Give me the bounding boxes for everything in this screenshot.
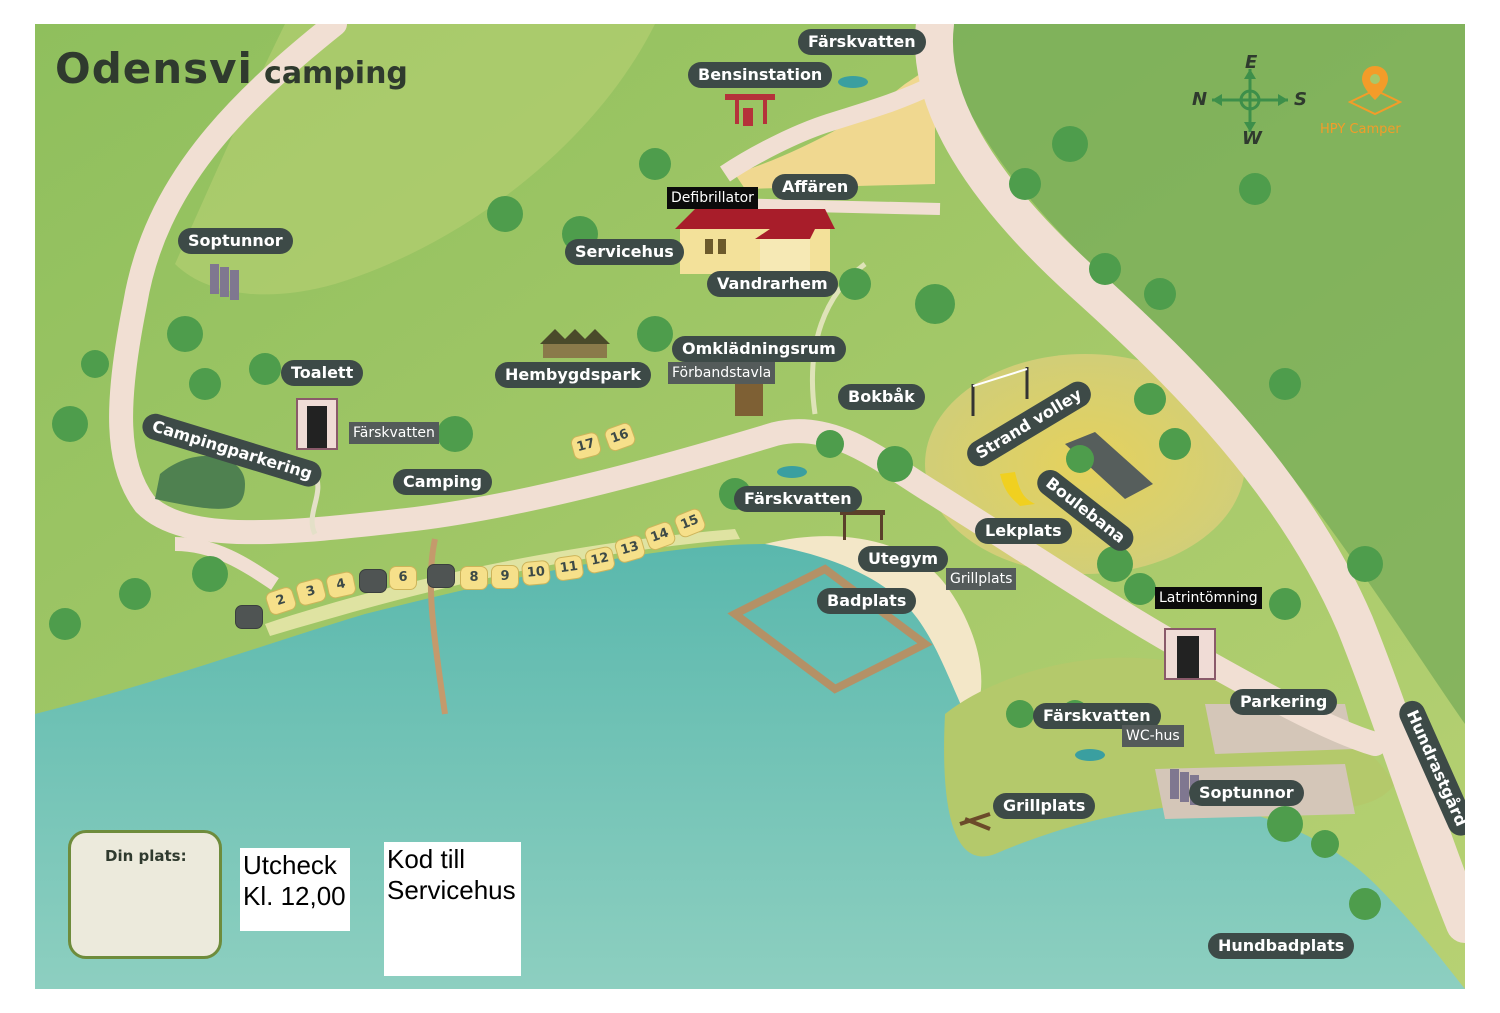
map-background	[35, 24, 1465, 989]
label-camping: Camping	[393, 469, 492, 495]
pitch-marker: 9	[491, 565, 519, 589]
label-lekplats: Lekplats	[975, 518, 1072, 544]
your-site-label: Din plats:	[105, 847, 187, 865]
label-omkladningsrum: Omklädningsrum	[672, 336, 846, 362]
checkout-box: Utcheck Kl. 12,00	[240, 848, 350, 931]
label-forbandstavla: Förbandstavla	[668, 362, 776, 384]
service-code-box: Kod till Servicehus	[384, 842, 521, 976]
label-parkering: Parkering	[1230, 689, 1338, 715]
title-sub: camping	[264, 56, 408, 91]
label-bensinstation: Bensinstation	[688, 62, 833, 88]
label-hundbadplats: Hundbadplats	[1208, 933, 1355, 959]
pitch-marker: 11	[553, 554, 585, 582]
pitch-marker: 8	[460, 566, 488, 590]
campsite-map: Odensvi camping N E S W HPY Camper Färsk…	[35, 24, 1465, 989]
compass-west: W	[1242, 128, 1262, 149]
checkout-line2: Kl. 12,00	[243, 881, 346, 911]
pitch-marker	[427, 564, 455, 588]
label-latrintomning: Latrintömning	[1155, 587, 1262, 609]
label-vandrarhem: Vandrarhem	[707, 271, 838, 297]
label-hembygdspark: Hembygdspark	[495, 362, 652, 388]
label-farskvatten-top: Färskvatten	[798, 29, 926, 55]
your-site-box: Din plats:	[68, 830, 222, 959]
label-soptunnor-left: Soptunnor	[178, 228, 293, 254]
pitch-marker: 6	[389, 566, 417, 590]
pitch-marker	[359, 569, 387, 593]
label-grillplats-sign: Grillplats	[946, 568, 1017, 590]
label-servicehus: Servicehus	[565, 239, 684, 265]
label-soptunnor-right: Soptunnor	[1189, 780, 1304, 806]
service-code-line2: Servicehus	[387, 875, 516, 905]
label-grillplats: Grillplats	[993, 793, 1096, 819]
compass-rose: N E S W	[1190, 52, 1310, 149]
pitch-marker	[235, 605, 263, 629]
compass-south: S	[1294, 89, 1307, 110]
label-farskvatten-right: Färskvatten	[1033, 703, 1161, 729]
compass-arrows-icon	[1212, 69, 1288, 132]
pitch-marker: 10	[521, 559, 551, 587]
compass-north: N	[1192, 89, 1208, 110]
checkout-line1: Utcheck	[243, 850, 337, 880]
map-title: Odensvi camping	[55, 44, 408, 93]
brand-name: HPY Camper	[1320, 122, 1401, 137]
label-farskvatten-mid: Färskvatten	[734, 486, 862, 512]
label-wc-hus: WC-hus	[1122, 725, 1184, 747]
label-defibrillator: Defibrillator	[667, 187, 758, 209]
title-main: Odensvi	[55, 44, 253, 93]
label-bokbak: Bokbåk	[838, 384, 925, 410]
label-toalett: Toalett	[281, 360, 364, 386]
label-utegym: Utegym	[858, 546, 949, 572]
location-pin-icon	[1347, 66, 1403, 116]
compass-east: E	[1245, 52, 1258, 73]
label-affaren: Affären	[772, 174, 859, 200]
label-farskvatten-left: Färskvatten	[349, 422, 439, 444]
service-code-line1: Kod till	[387, 844, 466, 874]
label-badplats: Badplats	[817, 588, 917, 614]
